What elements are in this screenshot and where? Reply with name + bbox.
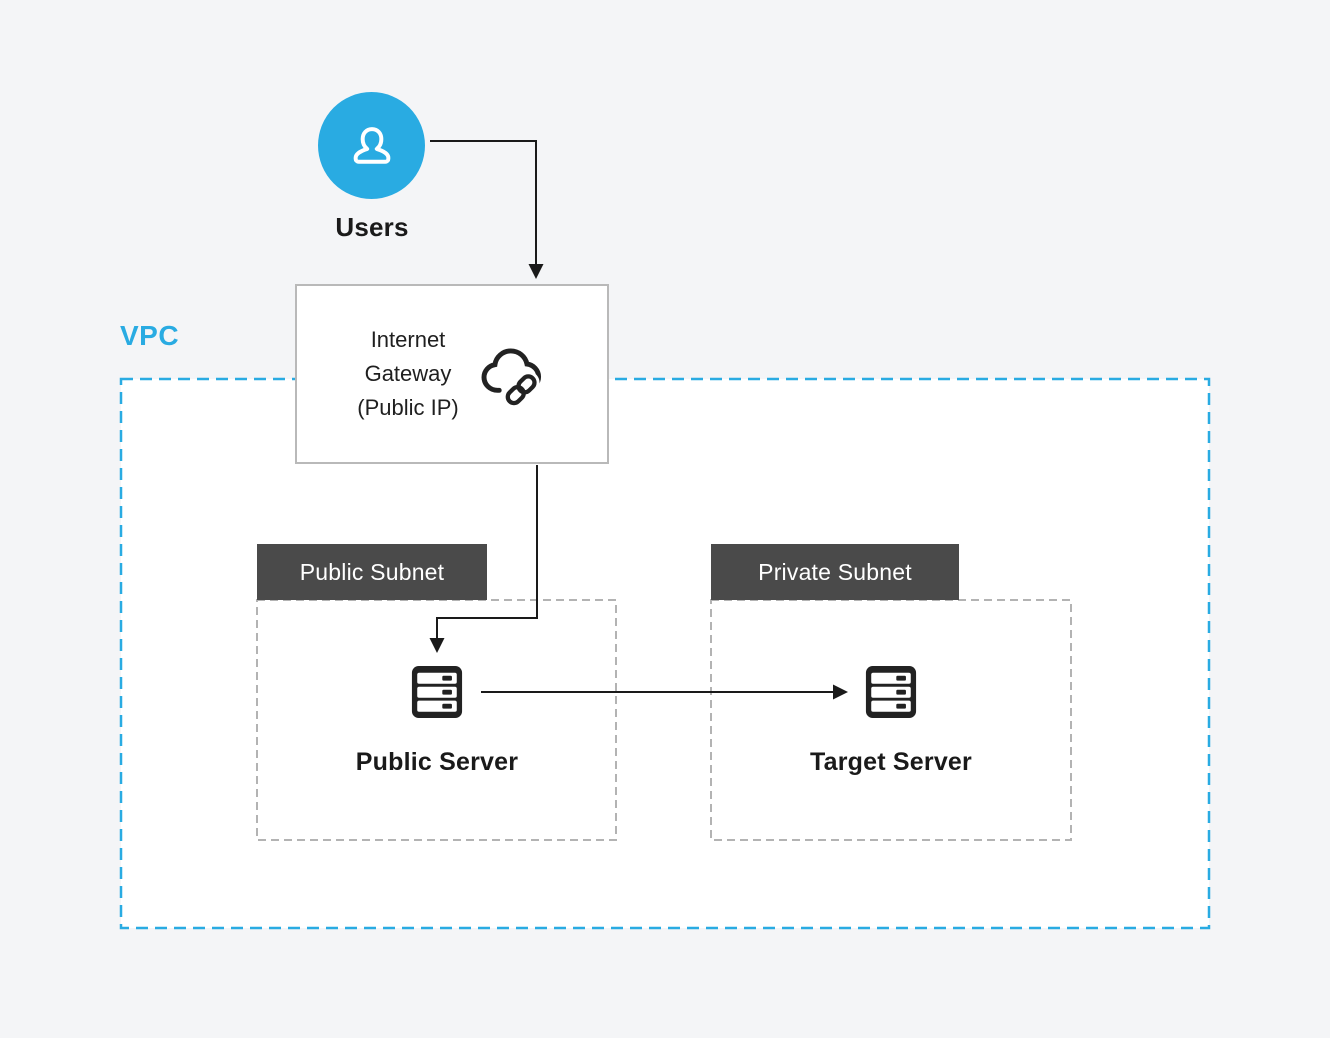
users-label: Users — [335, 212, 409, 242]
target-server-node: Target Server — [771, 664, 1011, 777]
server-rack-icon — [865, 665, 917, 719]
public-server-node: Public Server — [317, 664, 557, 777]
gateway-label-line: Internet — [370, 327, 446, 352]
internet-gateway-label: Internet Gateway (Public IP) — [357, 323, 458, 425]
private-subnet-title: Private Subnet — [758, 558, 912, 585]
internet-gateway-node: Internet Gateway (Public IP) — [295, 284, 609, 464]
users-node — [318, 92, 425, 199]
cloud-link-icon — [481, 348, 541, 409]
gateway-label-line: Gateway — [364, 361, 452, 386]
target-server-label: Target Server — [810, 748, 972, 776]
public-subnet-header: Public Subnet — [257, 544, 487, 600]
gateway-label-line: (Public IP) — [357, 395, 459, 420]
public-subnet-title: Public Subnet — [299, 558, 445, 585]
server-rack-icon — [411, 665, 463, 719]
private-subnet-box — [710, 599, 1072, 841]
vpc-label: VPC — [120, 320, 180, 351]
person-icon — [353, 126, 390, 164]
public-server-label: Public Server — [355, 748, 519, 776]
private-subnet-header: Private Subnet — [711, 544, 959, 600]
